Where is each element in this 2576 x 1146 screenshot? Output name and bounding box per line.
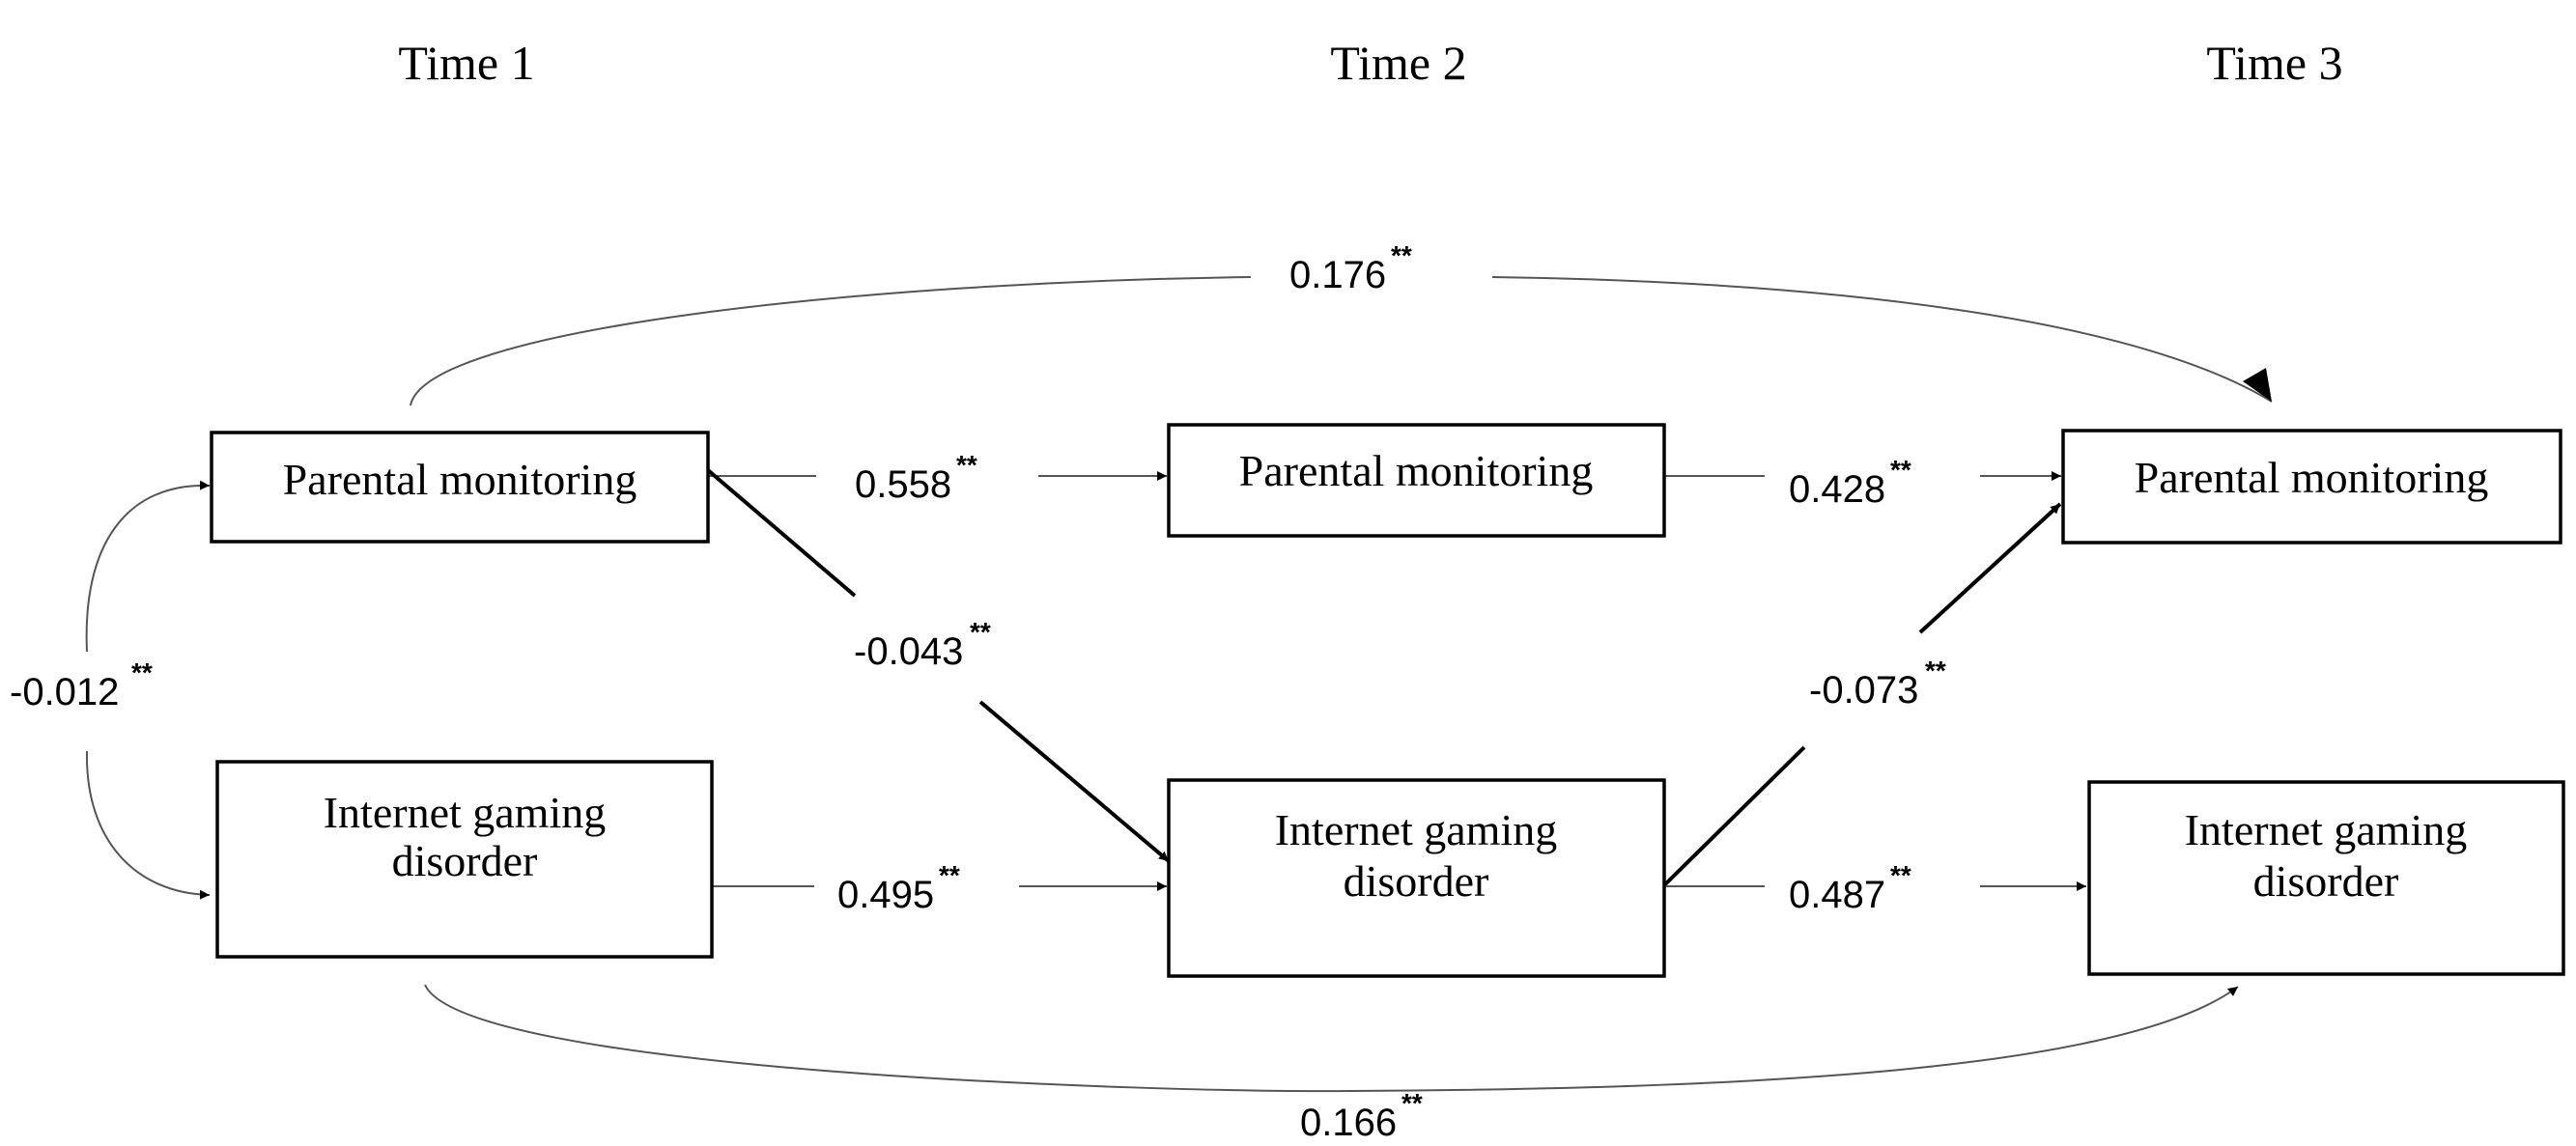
path-pm-t1-igd-t1-curve-a — [85, 480, 211, 653]
path-pm-t1-pm-t3-arrowhead — [2243, 368, 2272, 402]
node-igd-t3-box — [2087, 780, 2565, 976]
node-igd-t3-label-line1: Internet gaming — [2185, 805, 2468, 854]
coef-pm-t1-pm-t2-value: 0.558 — [855, 463, 951, 506]
coef-pm-t2-pm-t3-value: 0.428 — [1789, 468, 1885, 511]
coef-igd-t1-igd-t2-sig: ** — [939, 860, 960, 890]
coef-igd-t2-igd-t3-value: 0.487 — [1789, 874, 1885, 916]
node-pm-t3-box — [2061, 429, 2562, 545]
coef-igd-t1-igd-t2: 0.495 ** — [837, 860, 960, 916]
coef-igd-t1-igd-t3: 0.166 ** — [1300, 1088, 1423, 1144]
coef-pm-t1-igd-t2: -0.043 ** — [854, 617, 991, 673]
node-igd-t2-label-line2: disorder — [1344, 856, 1489, 906]
coef-pm-t1-pm-t3-value: 0.176 — [1289, 254, 1386, 296]
coef-pm-t1-igd-t2-value: -0.043 — [854, 630, 963, 673]
path-pm-t1-igd-t2-line-b — [978, 700, 1171, 863]
node-igd-t1-box — [215, 760, 714, 959]
path-pm-t1-pm-t3-line-a — [410, 276, 1252, 406]
node-pm-t1-label: Parental monitoring — [283, 455, 637, 504]
coef-pm-t1-pm-t2: 0.558 ** — [855, 450, 977, 506]
coef-igd-t2-igd-t3: 0.487 ** — [1789, 860, 1911, 916]
coef-pm-t1-igd-t2-sig: ** — [970, 617, 991, 647]
coef-pm-t2-pm-t3: 0.428 ** — [1789, 455, 1911, 511]
coef-pm-t2-pm-t3-sig: ** — [1890, 455, 1911, 485]
path-pm-t1-pm-t3-line-b — [1491, 276, 2273, 403]
coef-pm-t1-pm-t2-sig: ** — [956, 450, 977, 480]
path-igd-t2-pm-t3-line-a — [1662, 745, 1806, 887]
node-pm-t2-box — [1167, 423, 1666, 538]
node-pm-t1-box — [210, 431, 710, 544]
path-pm-t1-igd-t2-line-a — [706, 468, 857, 598]
node-pm-t2-label: Parental monitoring — [1239, 446, 1594, 495]
coef-pm-t1-igd-t1-sig: ** — [131, 657, 153, 687]
node-pm-t3-label: Parental monitoring — [2135, 453, 2489, 502]
coef-igd-t2-pm-t3-sig: ** — [1925, 656, 1946, 685]
coef-igd-t2-pm-t3-value: -0.073 — [1809, 669, 1918, 712]
time-2-label: Time 2 — [1330, 36, 1466, 90]
coef-pm-t1-pm-t3-sig: ** — [1391, 240, 1412, 270]
node-igd-t3-label-line2: disorder — [2253, 856, 2399, 906]
coef-igd-t2-igd-t3-sig: ** — [1890, 860, 1911, 890]
time-3-label: Time 3 — [2206, 36, 2342, 90]
coef-pm-t1-pm-t3: 0.176 ** — [1289, 240, 1412, 296]
coef-igd-t1-igd-t3-sig: ** — [1401, 1088, 1423, 1118]
coef-pm-t1-igd-t1: -0.012 ** — [10, 657, 153, 713]
path-pm-t1-igd-t1-curve-b — [85, 750, 211, 900]
coef-igd-t1-igd-t3-value: 0.166 — [1300, 1102, 1397, 1144]
node-igd-t1-label-line2: disorder — [392, 836, 538, 885]
path-igd-t2-pm-t3-line-b — [1918, 502, 2062, 634]
node-igd-t1-label-line1: Internet gaming — [324, 788, 607, 837]
coef-igd-t2-pm-t3: -0.073 ** — [1809, 656, 1946, 712]
path-igd-t1-igd-t3-curve — [424, 984, 2239, 1093]
coef-pm-t1-igd-t1-value: -0.012 — [10, 671, 119, 713]
time-1-label: Time 1 — [398, 36, 534, 90]
coef-igd-t1-igd-t2-value: 0.495 — [837, 874, 934, 916]
node-igd-t2-label-line1: Internet gaming — [1275, 805, 1558, 854]
node-igd-t2-box — [1167, 778, 1666, 978]
